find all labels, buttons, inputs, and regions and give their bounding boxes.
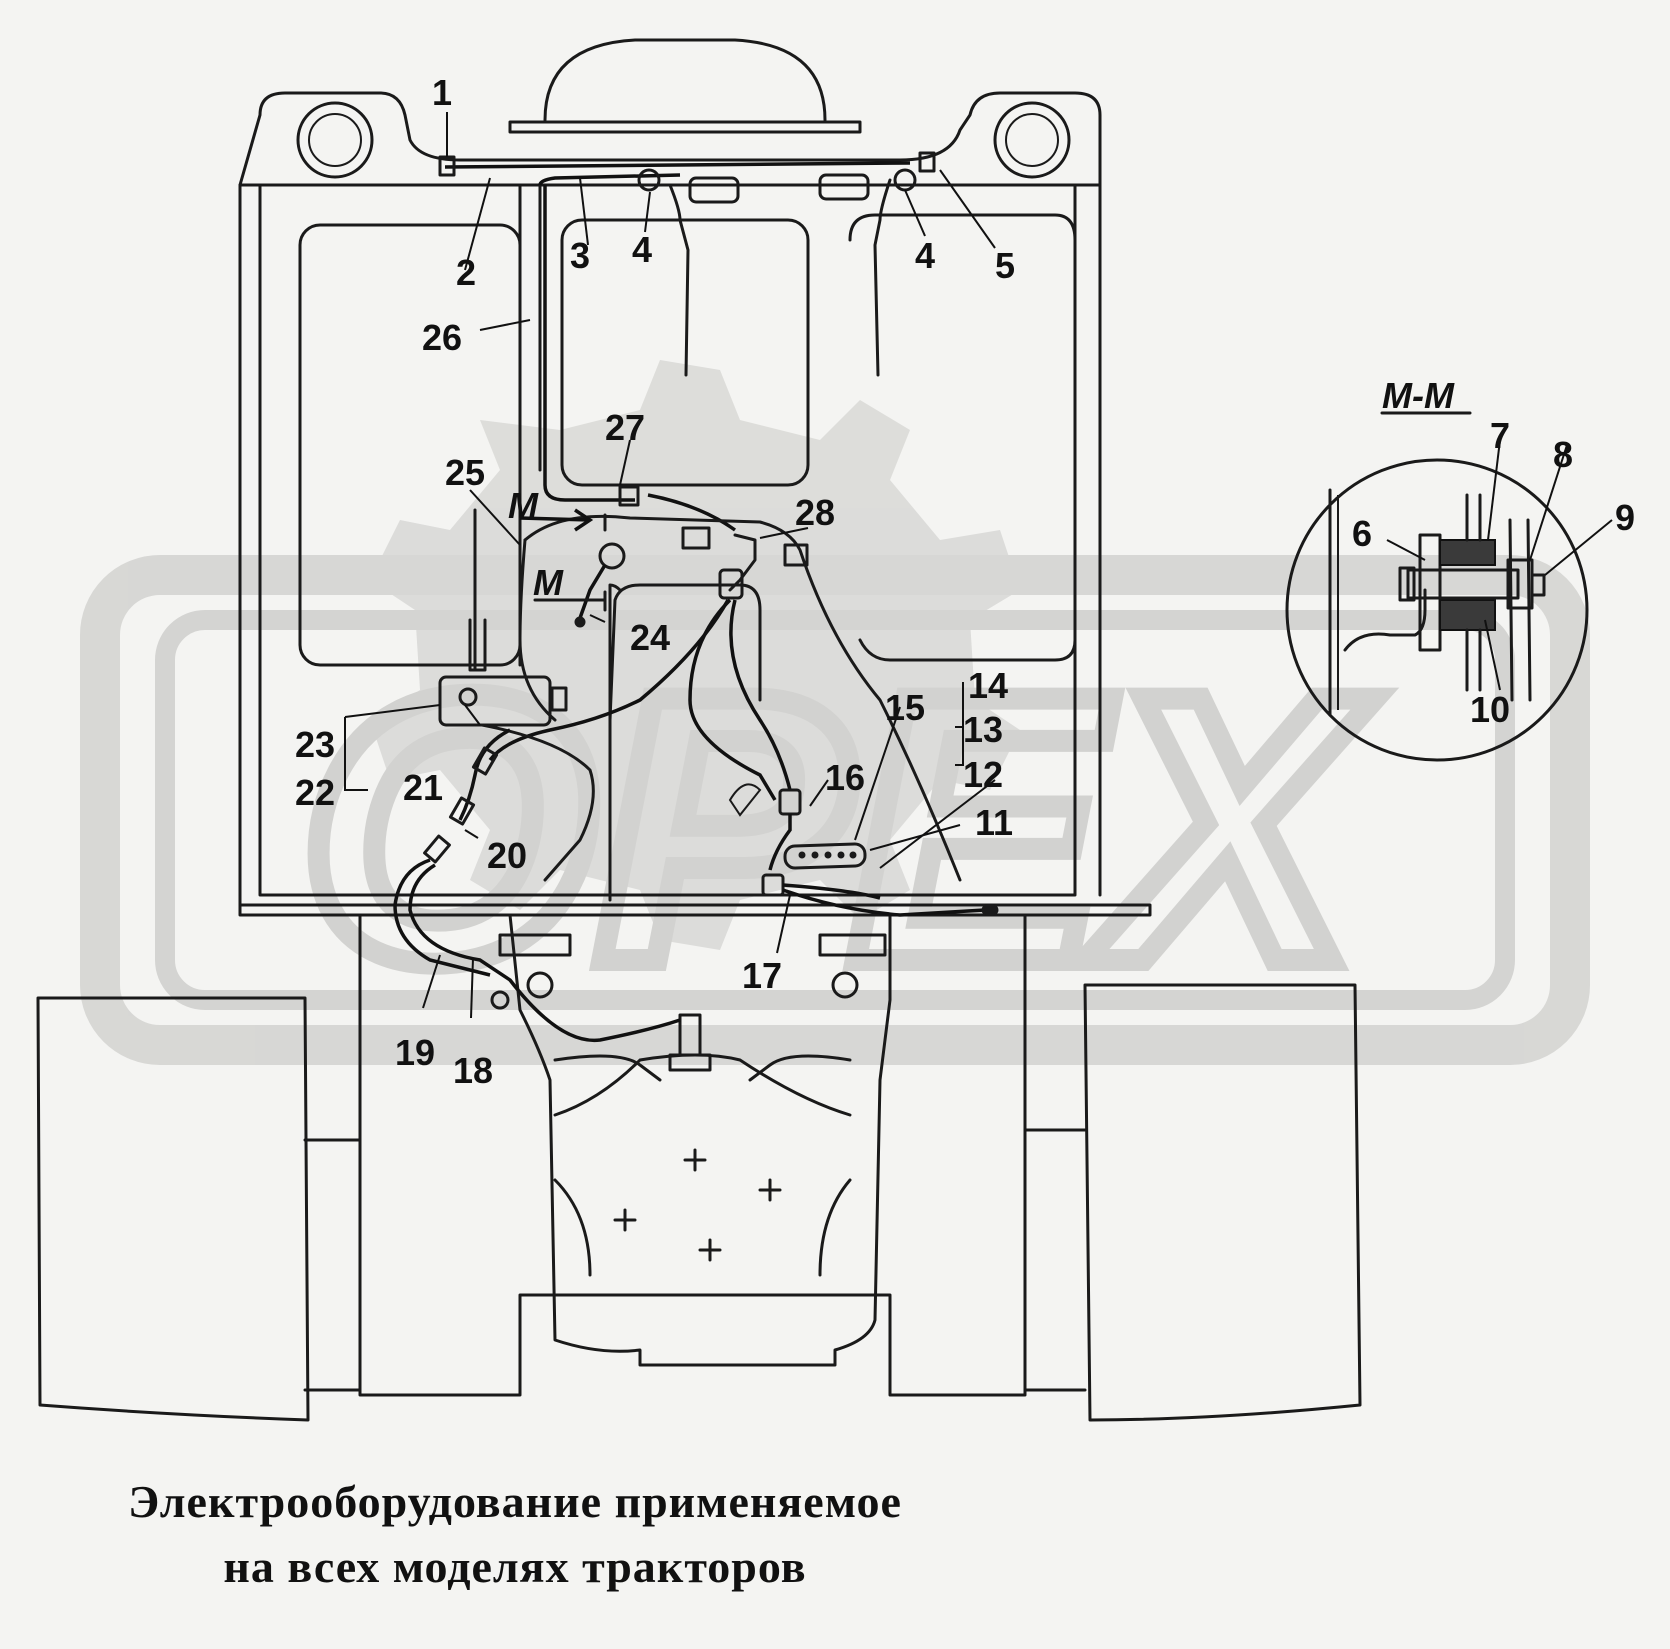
callout-18: 18 <box>453 1050 493 1091</box>
antenna-module <box>438 675 552 727</box>
callout-5: 5 <box>995 245 1015 286</box>
left-wiper-motor <box>688 176 740 204</box>
callout-10: 10 <box>1470 689 1510 730</box>
terminal-block <box>783 842 867 870</box>
callout-4-right: 4 <box>915 235 935 276</box>
callout-17: 17 <box>742 955 782 996</box>
left-headlight <box>296 101 374 179</box>
callout-13: 13 <box>963 709 1003 750</box>
main-harness <box>393 508 999 1043</box>
callout-25: 25 <box>445 452 485 493</box>
section-label: M-M <box>1382 375 1455 416</box>
callouts: 1 2 3 4 4 5 6 7 8 9 10 11 12 13 14 15 16… <box>295 72 1635 1091</box>
right-rear-wheel <box>1083 983 1362 1422</box>
callout-20: 20 <box>487 835 527 876</box>
section-mark-upper: M <box>508 485 539 526</box>
callout-22: 22 <box>295 772 335 813</box>
watermark-logo: OPEX <box>80 360 1590 1065</box>
callout-11: 11 <box>975 802 1013 843</box>
callout-26: 26 <box>422 317 462 358</box>
right-headlight <box>993 101 1071 179</box>
callout-27: 27 <box>605 407 645 448</box>
callout-1: 1 <box>432 72 452 113</box>
chassis-frame <box>36 913 1362 1422</box>
leader-lines <box>344 112 1613 1019</box>
callout-8: 8 <box>1553 434 1573 475</box>
callout-23: 23 <box>295 724 335 765</box>
callout-4-left: 4 <box>632 229 652 270</box>
caption-line-2: на всех моделях тракторов <box>223 1541 807 1592</box>
callout-16: 16 <box>825 757 865 798</box>
callout-9: 9 <box>1615 497 1635 538</box>
callout-2: 2 <box>456 252 476 293</box>
callout-28: 28 <box>795 492 835 533</box>
section-mark-lower: M <box>533 562 564 603</box>
front-window <box>560 218 810 487</box>
rubber-bushing <box>1439 539 1496 566</box>
right-wiper-motor <box>818 173 870 201</box>
callout-3: 3 <box>570 235 590 276</box>
plus-marks <box>613 1148 782 1262</box>
callout-14: 14 <box>968 665 1008 706</box>
callout-7: 7 <box>1490 415 1510 456</box>
callout-6: 6 <box>1352 513 1372 554</box>
left-rear-wheel <box>36 996 310 1422</box>
callout-12: 12 <box>963 754 1003 795</box>
section-detail <box>1285 411 1589 762</box>
callout-21: 21 <box>403 767 443 808</box>
roof-harness <box>438 151 936 532</box>
callout-24: 24 <box>630 617 670 658</box>
caption-line-1: Электрооборудование применяемое <box>128 1476 902 1527</box>
callout-15: 15 <box>885 687 925 728</box>
callout-19: 19 <box>395 1032 435 1073</box>
cab-outline <box>238 38 1152 917</box>
